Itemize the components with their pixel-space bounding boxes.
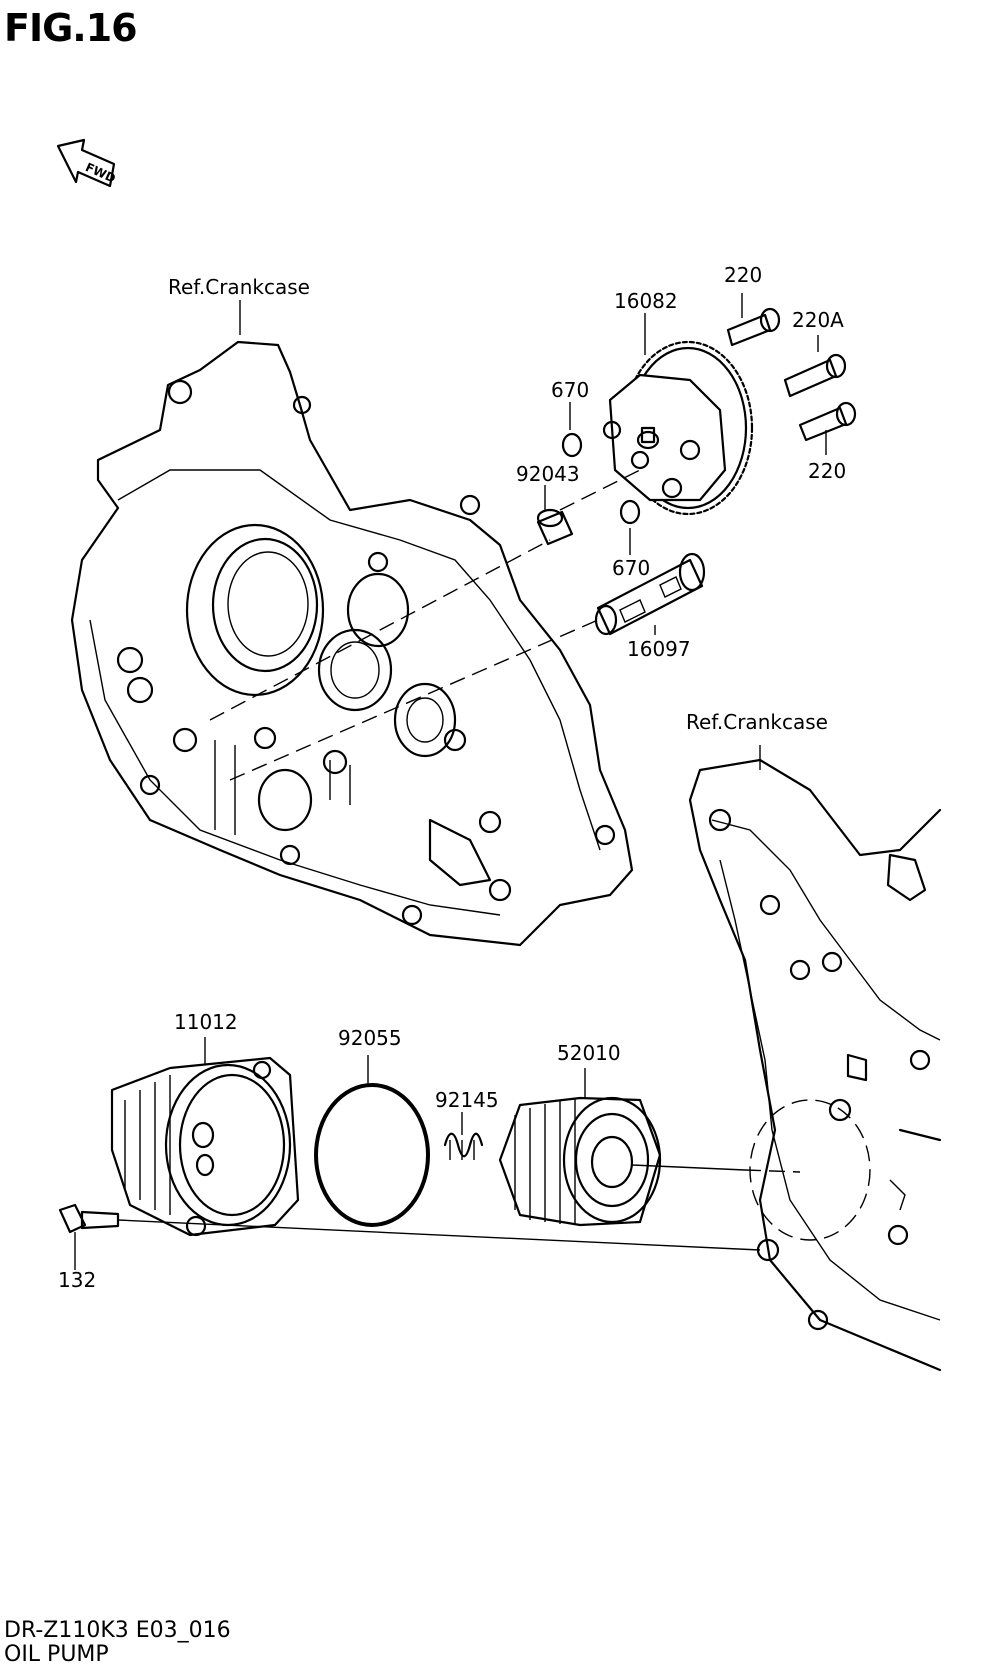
oil-strainer-16097 <box>594 552 706 636</box>
leader-lines <box>74 293 827 1270</box>
dashed-guide-line-1 <box>209 539 551 721</box>
bolts-220 <box>726 307 857 442</box>
oil-filter-cover-11012 <box>110 1056 300 1237</box>
oil-filter-52010 <box>498 1096 662 1227</box>
model-code: DR-Z110K3 E03_016 <box>4 1618 231 1643</box>
label-ref-crankcase-left: Ref.Crankcase <box>168 275 310 299</box>
o-ring-670-top <box>561 432 583 458</box>
label-part-92043: 92043 <box>516 462 580 486</box>
o-ring-92055 <box>314 1083 430 1227</box>
label-part-670-bottom: 670 <box>612 556 651 580</box>
label-part-220-top: 220 <box>724 263 763 287</box>
label-part-16097: 16097 <box>627 637 691 661</box>
section-name: OIL PUMP <box>4 1642 109 1667</box>
label-part-670-top: 670 <box>551 378 590 402</box>
label-part-220-bottom: 220 <box>808 459 847 483</box>
oil-pump-gear <box>602 340 754 516</box>
dashed-guide-line-2 <box>229 619 599 781</box>
dowel-pin-92043 <box>536 508 574 546</box>
left-crankcase <box>70 340 634 947</box>
label-ref-crankcase-right: Ref.Crankcase <box>686 710 828 734</box>
figure-title: FIG.16 <box>4 6 138 50</box>
label-part-132: 132 <box>58 1268 97 1292</box>
right-crankcase <box>688 758 942 1372</box>
label-part-16082: 16082 <box>614 289 678 313</box>
spring-92145 <box>443 1132 484 1160</box>
label-part-220a: 220A <box>792 308 844 332</box>
bolt-132 <box>58 1203 120 1234</box>
o-ring-670-bottom <box>619 499 641 525</box>
label-part-92055: 92055 <box>338 1026 402 1050</box>
label-part-92145: 92145 <box>435 1088 499 1112</box>
label-part-11012: 11012 <box>174 1010 238 1034</box>
fwd-arrow-icon: FWD <box>56 138 118 188</box>
label-part-52010: 52010 <box>557 1041 621 1065</box>
